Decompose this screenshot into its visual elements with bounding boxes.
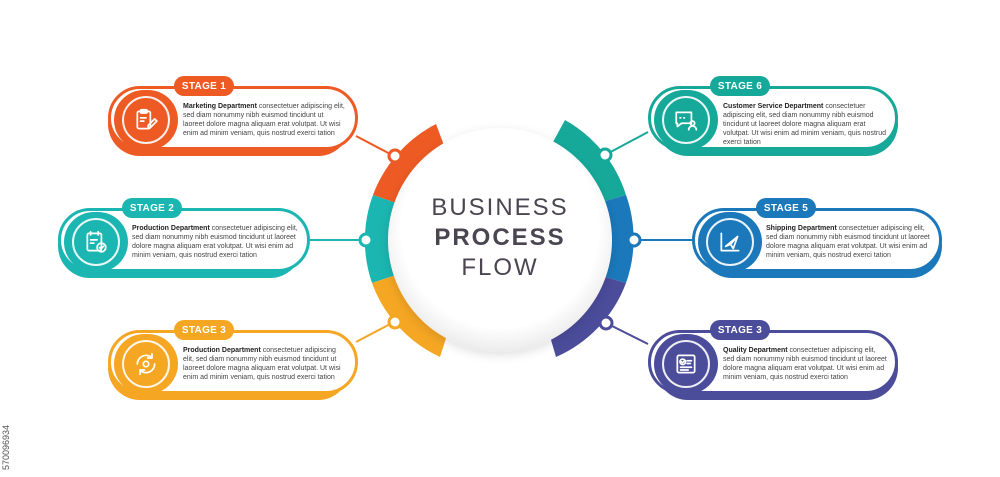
- ring-segment-stage-6: [553, 120, 626, 202]
- center-title-line-2: PROCESS: [434, 224, 566, 251]
- stage-card-1: STAGE 1 Marketing Department consectetue…: [108, 76, 358, 156]
- center-title-line-1: BUSINESS: [431, 194, 569, 221]
- stage-card-6: STAGE 6 Customer Service Department cons…: [648, 76, 898, 156]
- left-ring-segments: [364, 124, 448, 357]
- checklist-icon: [86, 230, 107, 253]
- stage-card-2: STAGE 2 Production Department consectetu…: [58, 198, 310, 278]
- stage-icon-circle: [64, 212, 128, 272]
- center-title: BUSINESS PROCESS FLOW: [395, 193, 605, 283]
- connector-dot-5: [626, 232, 642, 248]
- stage-body: consectetuer adipiscing elit, sed diam n…: [766, 225, 930, 259]
- side-id-label: 570096934: [0, 320, 13, 470]
- stage-description: Marketing Department consectetuer adipis…: [183, 102, 345, 138]
- stage-title: Production Department: [132, 225, 210, 232]
- connector-dot-4: [598, 315, 614, 331]
- stage-icon-circle: [698, 212, 762, 272]
- stage-card-4: STAGE 3 Quality Department consectetuer …: [648, 320, 898, 400]
- ring-segment-stage-2: [364, 195, 396, 283]
- ring-segment-stage-3: [372, 275, 448, 357]
- stage-card-5: STAGE 5 Shipping Department consectetuer…: [692, 198, 942, 278]
- connector-dot-1: [387, 148, 403, 164]
- stage-icon-circle: [114, 334, 178, 394]
- stage-tab: STAGE 6: [710, 76, 770, 96]
- stage-body: consectetuer adipiscing elit, sed diam n…: [723, 347, 887, 381]
- quality-check-icon: [676, 354, 696, 374]
- stage-description: Shipping Department consectetuer adipisc…: [766, 224, 932, 260]
- stage-description: Production Department consectetuer adipi…: [183, 346, 345, 382]
- stage-tab: STAGE 3: [710, 320, 770, 340]
- connector-dot-3: [387, 314, 403, 330]
- connector-line-4: [605, 322, 649, 345]
- send-plane-icon: [720, 232, 740, 252]
- stage-icon-circle: [114, 90, 178, 150]
- stage-tab: STAGE 1: [174, 76, 234, 96]
- right-ring-segments: [549, 120, 634, 357]
- stage-icon-circle: [654, 334, 718, 394]
- connector-line-3: [355, 321, 395, 343]
- ring-segment-stage-4: [549, 276, 626, 357]
- stage-title: Customer Service Department: [723, 103, 824, 110]
- chat-user-icon: [675, 111, 698, 131]
- stage-description: Quality Department consectetuer adipisci…: [723, 346, 887, 382]
- connector-line-1: [355, 135, 395, 157]
- center-title-line-3: FLOW: [461, 254, 539, 281]
- stage-description: Customer Service Department consectetuer…: [723, 102, 887, 147]
- stage-body: consectetuer adipiscing elit, sed diam n…: [723, 103, 887, 146]
- stage-title: Shipping Department: [766, 225, 837, 232]
- center-circle: [388, 128, 612, 352]
- stage-tab: STAGE 2: [122, 198, 182, 218]
- connector-line-6: [604, 131, 649, 156]
- stage-tab: STAGE 3: [174, 320, 234, 340]
- stage-title: Marketing Department: [183, 103, 257, 110]
- stage-title: Production Department: [183, 347, 261, 354]
- stage-body: consectetuer adipiscing elit, sed diam n…: [132, 225, 298, 259]
- refresh-gear-icon: [136, 352, 156, 376]
- side-id-text: 570096934: [1, 424, 11, 470]
- connector-dot-2: [358, 232, 374, 248]
- ring-segment-stage-1: [373, 124, 445, 203]
- stage-body: consectetuer adipiscing elit, sed diam n…: [183, 103, 345, 137]
- stage-description: Production Department consectetuer adipi…: [132, 224, 298, 260]
- stage-title: Quality Department: [723, 347, 788, 354]
- stage-body: consectetuer adipiscing elit, sed diam n…: [183, 347, 341, 381]
- stage-card-3: STAGE 3 Production Department consectetu…: [108, 320, 358, 400]
- stage-tab: STAGE 5: [756, 198, 816, 218]
- connector-dot-6: [597, 147, 613, 163]
- clipboard-edit-icon: [136, 108, 158, 130]
- stage-icon-circle: [654, 90, 718, 150]
